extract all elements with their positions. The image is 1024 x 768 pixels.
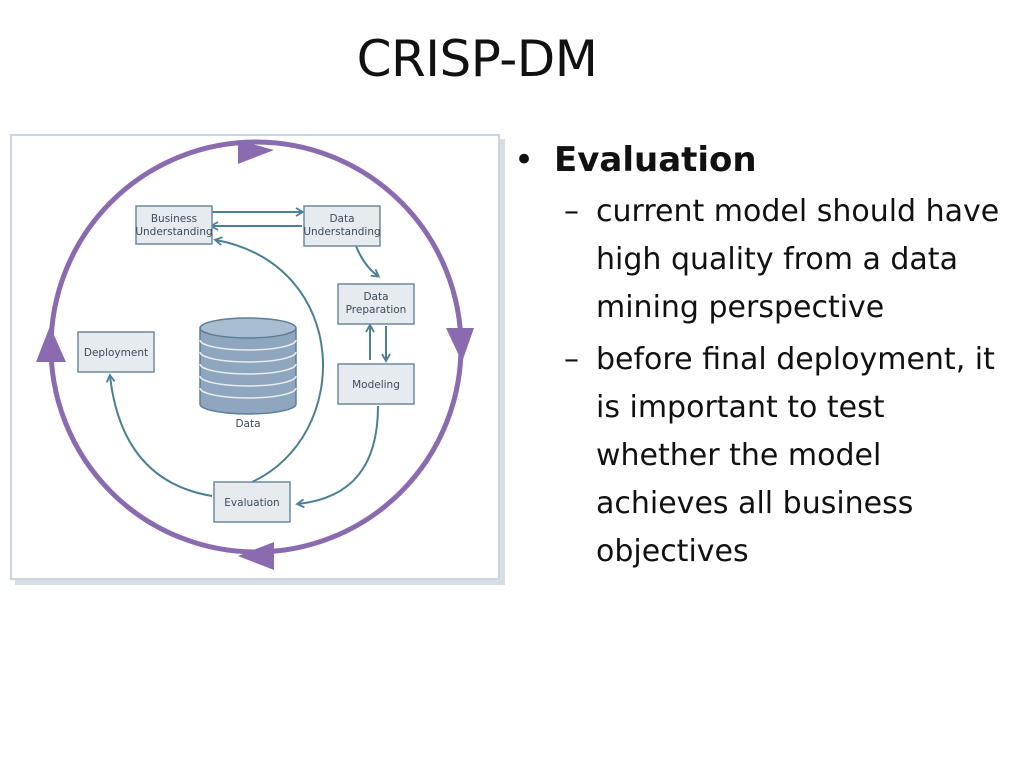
node-data-preparation-line2: Preparation: [346, 304, 407, 316]
arrow-eval-to-dep: [105, 373, 213, 497]
node-business-understanding-line1: Business: [151, 213, 197, 225]
node-evaluation: Evaluation: [213, 481, 291, 523]
arrow-eval-to-bu: [213, 236, 324, 483]
sub-item-2-text: before final deployment, it is important…: [596, 342, 995, 569]
bullet-item: • Evaluation: [512, 140, 1012, 180]
data-database-icon: [199, 317, 297, 415]
cycle-arrowhead-left: [36, 326, 66, 362]
node-data-understanding: Data Understanding: [303, 205, 381, 247]
sub-item-1: – current model should have high quality…: [564, 188, 1012, 332]
node-business-understanding-line2: Understanding: [135, 226, 212, 238]
bullet-list: • Evaluation – current model should have…: [512, 140, 1012, 576]
node-business-understanding: Business Understanding: [135, 205, 213, 245]
arrow-mod-to-eval: [295, 405, 379, 509]
sub-item-2: – before final deployment, it is importa…: [564, 336, 1012, 576]
node-data-understanding-line2: Understanding: [303, 226, 380, 238]
cycle-arrowhead-right: [446, 328, 474, 362]
data-label: Data: [235, 418, 260, 430]
node-modeling: Modeling: [337, 363, 415, 405]
bullet-heading: Evaluation: [554, 140, 757, 180]
node-deployment: Deployment: [77, 331, 155, 373]
node-data-preparation: Data Preparation: [337, 283, 415, 325]
node-data-understanding-line1: Data: [329, 213, 354, 225]
sub-item-1-text: current model should have high quality f…: [596, 194, 1000, 325]
node-evaluation-label: Evaluation: [224, 497, 279, 509]
arrow-du-to-dp: [355, 245, 381, 278]
slide-title: CRISP-DM: [356, 30, 598, 88]
crisp-dm-diagram: Data Business Understanding Data Underst…: [10, 134, 500, 580]
node-deployment-label: Deployment: [84, 347, 148, 359]
node-modeling-label: Modeling: [352, 379, 400, 391]
cycle-arrowhead-bottom: [238, 542, 274, 570]
dash-icon: –: [564, 194, 579, 229]
node-data-preparation-line1: Data: [363, 291, 388, 303]
bullet-dot-icon: •: [514, 140, 535, 180]
cycle-arrowhead-top: [238, 140, 274, 164]
dash-icon: –: [564, 342, 579, 377]
